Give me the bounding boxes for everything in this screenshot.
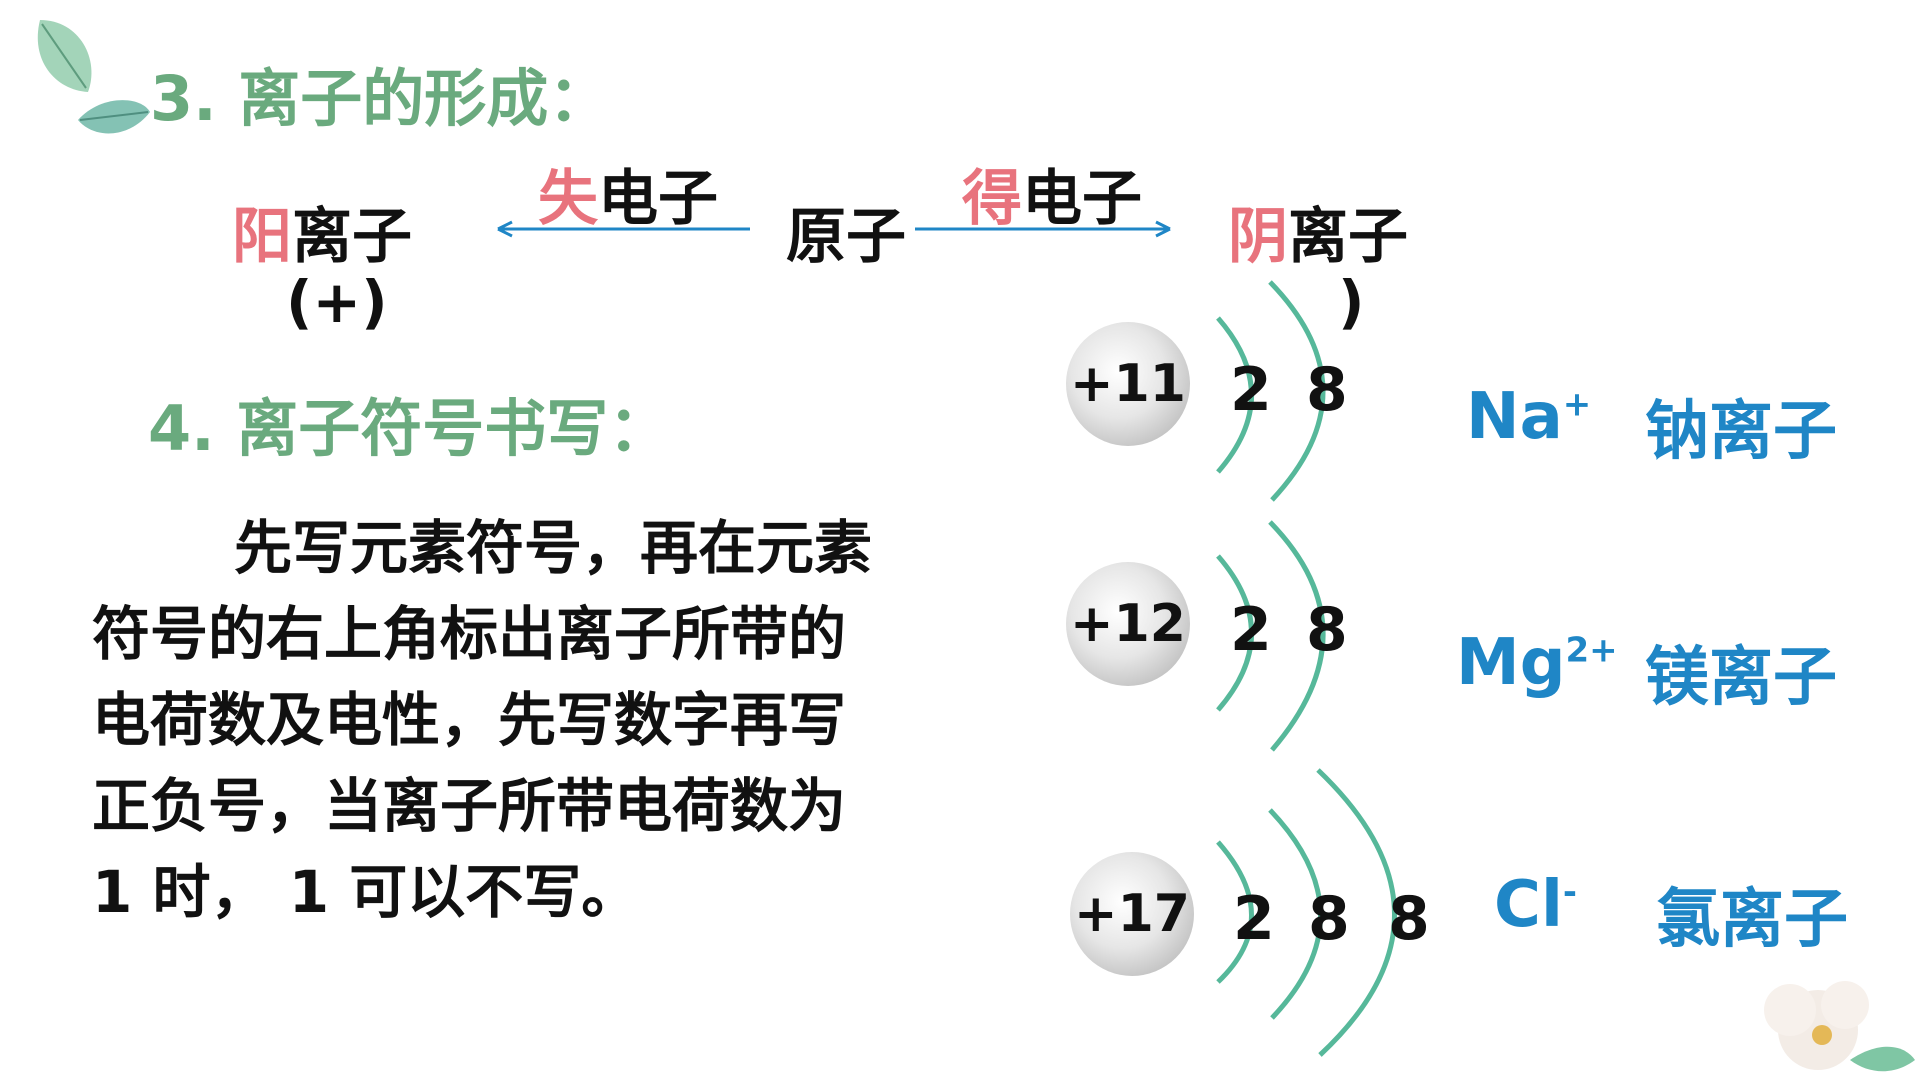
lose-highlight: 失 (538, 164, 598, 234)
cl-ion-name: 氯离子 (1656, 883, 1848, 957)
leaf-decoration-icon (37, 20, 150, 134)
gain-electron-arrow (915, 220, 1171, 238)
anion-label: 阴离子 (1228, 188, 1408, 275)
cl-nucleus: +17 (1070, 852, 1194, 976)
gain-rest: 电子 (1022, 164, 1142, 234)
na-ion-name: 钠离子 (1645, 395, 1837, 469)
cl-shell-3-count: 8 (1388, 884, 1430, 954)
na-nucleus: +11 (1066, 322, 1190, 446)
mg-nucleus: +12 (1066, 562, 1190, 686)
mg-shell-arcs (1216, 520, 1326, 752)
cl-shell-arc-2 (1268, 808, 1323, 1020)
section4-heading: 4. 离子符号书写： (148, 392, 671, 465)
cl-element: Cl (1494, 868, 1563, 942)
mg-shell-2-count: 8 (1306, 595, 1348, 665)
na-ion-symbol: Na+ (1466, 380, 1591, 454)
cl-shell-arc-3 (1316, 768, 1397, 1057)
na-element: Na (1466, 380, 1563, 454)
mg-shell-1-count: 2 (1230, 595, 1272, 665)
na-shell-arc-1 (1216, 316, 1254, 474)
cation-highlight: 阳 (232, 202, 292, 272)
na-shell-arcs (1216, 280, 1326, 502)
na-shell-arc-2 (1268, 280, 1326, 502)
mg-element: Mg (1456, 626, 1566, 700)
rule-line-4: 正负号，当离子所带电荷数为 (92, 772, 847, 840)
rule-line-5: 1 时， 1 可以不写。 (92, 858, 640, 926)
cl-charge: - (1562, 872, 1578, 913)
cl-shell-2-count: 8 (1308, 884, 1350, 954)
mg-shell-arc-2 (1268, 520, 1326, 752)
mg-ion-name: 镁离子 (1645, 641, 1837, 715)
rule-line-1: 先写元素符号，再在元素 (234, 514, 873, 582)
cation-label: 阳离子 (232, 188, 412, 275)
mg-shell-arc-1 (1216, 554, 1254, 712)
lose-electron-label: 失电子 (538, 150, 718, 237)
na-shell-1-count: 2 (1230, 355, 1272, 425)
rule-line-2: 符号的右上角标出离子所带的 (92, 600, 847, 668)
anion-rest: 离子 (1288, 202, 1408, 272)
flower-decoration-icon (1764, 981, 1915, 1072)
gain-highlight: 得 (962, 164, 1022, 234)
cl-shell-1-count: 2 (1233, 884, 1275, 954)
cation-sign: (+) (286, 268, 388, 336)
na-charge: + (1562, 384, 1592, 425)
cl-shell-arcs (1216, 768, 1397, 1057)
na-shell-2-count: 8 (1306, 355, 1348, 425)
rule-line-3: 电荷数及电性，先写数字再写 (92, 686, 847, 754)
cl-shell-arc-1 (1216, 840, 1254, 984)
anion-highlight: 阴 (1228, 202, 1288, 272)
gain-electron-label: 得电子 (962, 150, 1142, 237)
lose-electron-arrow (497, 220, 750, 238)
cl-ion-symbol: Cl- (1494, 868, 1577, 942)
cation-rest: 离子 (292, 202, 412, 272)
mg-ion-symbol: Mg2+ (1456, 626, 1618, 700)
anion-sign: ) (1338, 268, 1365, 336)
rule-paragraph: 先写元素符号，再在元素 符号的右上角标出离子所带的 电荷数及电性，先写数字再写 … (92, 505, 952, 935)
mg-charge: 2+ (1565, 630, 1618, 671)
section3-heading: 3. 离子的形成： (150, 62, 611, 135)
atom-label: 原子 (786, 202, 906, 272)
lose-rest: 电子 (598, 164, 718, 234)
